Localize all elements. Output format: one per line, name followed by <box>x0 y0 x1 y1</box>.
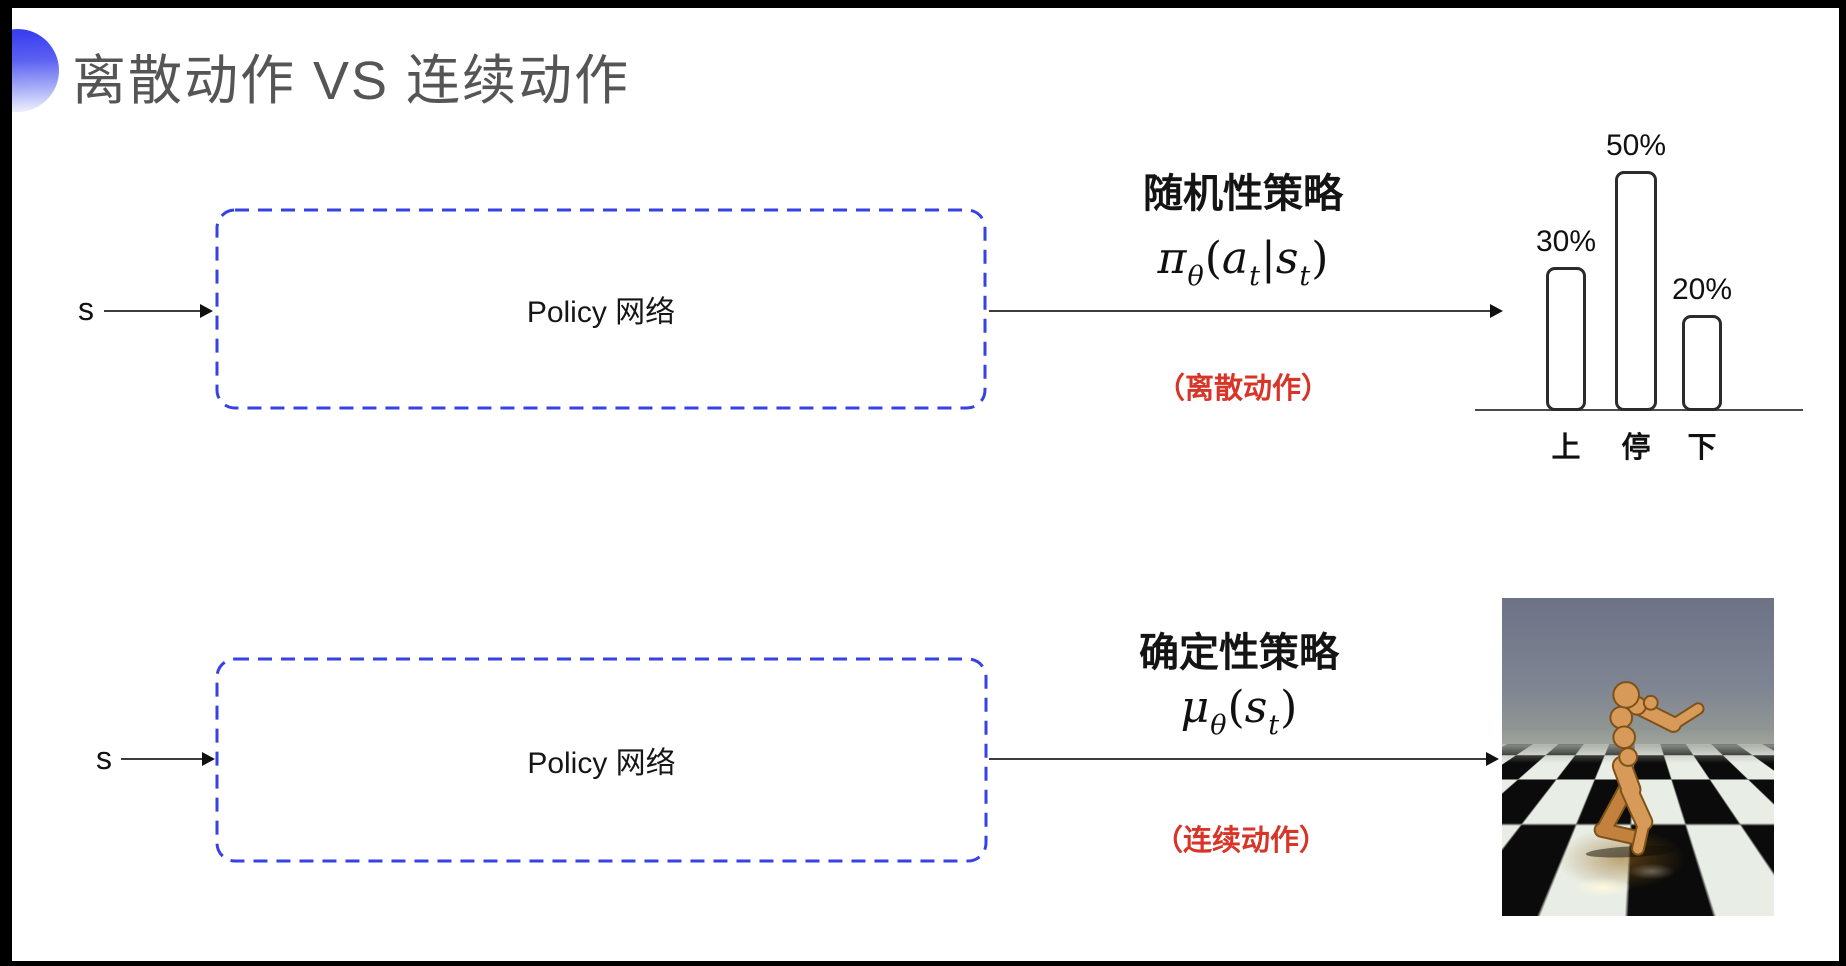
formula-paren: ) <box>1280 682 1298 733</box>
frame-edge-bottom <box>0 961 1846 966</box>
arrow-input-bottom <box>121 752 215 766</box>
formula-paren: ( <box>1227 682 1245 733</box>
formula-symbol: s <box>1275 233 1299 284</box>
state-input-label-top: s <box>78 291 94 327</box>
discrete-action-note: （离散动作） <box>1155 373 1330 405</box>
state-input-label-bottom: s <box>96 740 112 776</box>
formula-symbol: π <box>1157 233 1187 284</box>
formula-symbol: s <box>1244 682 1268 733</box>
chart-bar <box>1546 267 1586 411</box>
frame-edge-right <box>1839 0 1846 966</box>
dashed-border <box>215 657 988 863</box>
formula-subscript: t <box>1249 261 1260 292</box>
formula-subscript: θ <box>1210 710 1227 741</box>
formula-symbol: a <box>1221 233 1249 284</box>
policy-network-box-top: Policy 网络 <box>215 208 987 410</box>
bar-category-label: 上 <box>1551 432 1581 464</box>
stochastic-policy-formula: πθ(at|st) <box>1073 233 1413 292</box>
dashed-border <box>215 208 987 410</box>
humanoid-robot <box>1585 681 1705 858</box>
formula-symbol: μ <box>1180 682 1210 733</box>
arrow-input-top <box>104 304 213 318</box>
continuous-action-note: （连续动作） <box>1153 825 1328 857</box>
stochastic-policy-title: 随机性策略 <box>1143 172 1343 216</box>
frame-edge-top <box>0 0 1846 8</box>
bar-category-label: 停 <box>1621 432 1651 464</box>
policy-network-box-bottom: Policy 网络 <box>215 657 988 863</box>
page-title: 离散动作 VS 连续动作 <box>72 51 631 111</box>
arrow-output-top <box>989 304 1503 318</box>
mujoco-humanoid-image <box>1502 598 1774 916</box>
policy-network-label-top: Policy 网络 <box>526 296 676 329</box>
formula-bar: | <box>1261 233 1276 284</box>
chart-bar <box>1615 171 1657 411</box>
chart-bar <box>1682 315 1722 411</box>
deterministic-policy-formula: μθ(st) <box>1069 682 1409 741</box>
bar-category-label: 下 <box>1687 432 1717 464</box>
bar-value-label: 20% <box>1671 273 1733 306</box>
formula-paren: ) <box>1311 233 1329 284</box>
frame-edge-left <box>0 0 12 966</box>
deterministic-policy-title: 确定性策略 <box>1139 631 1339 675</box>
bar-value-label: 30% <box>1535 225 1597 258</box>
bar-value-label: 50% <box>1605 129 1667 162</box>
probability-bar-chart: 30% 上 50% 停 20% 下 <box>1455 110 1825 480</box>
formula-subscript: t <box>1299 261 1311 292</box>
formula-paren: ( <box>1204 233 1222 284</box>
policy-network-label-bottom: Policy 网络 <box>527 747 676 780</box>
formula-subscript: θ <box>1187 261 1204 292</box>
formula-subscript: t <box>1268 710 1280 741</box>
arrow-output-bottom <box>989 752 1499 766</box>
